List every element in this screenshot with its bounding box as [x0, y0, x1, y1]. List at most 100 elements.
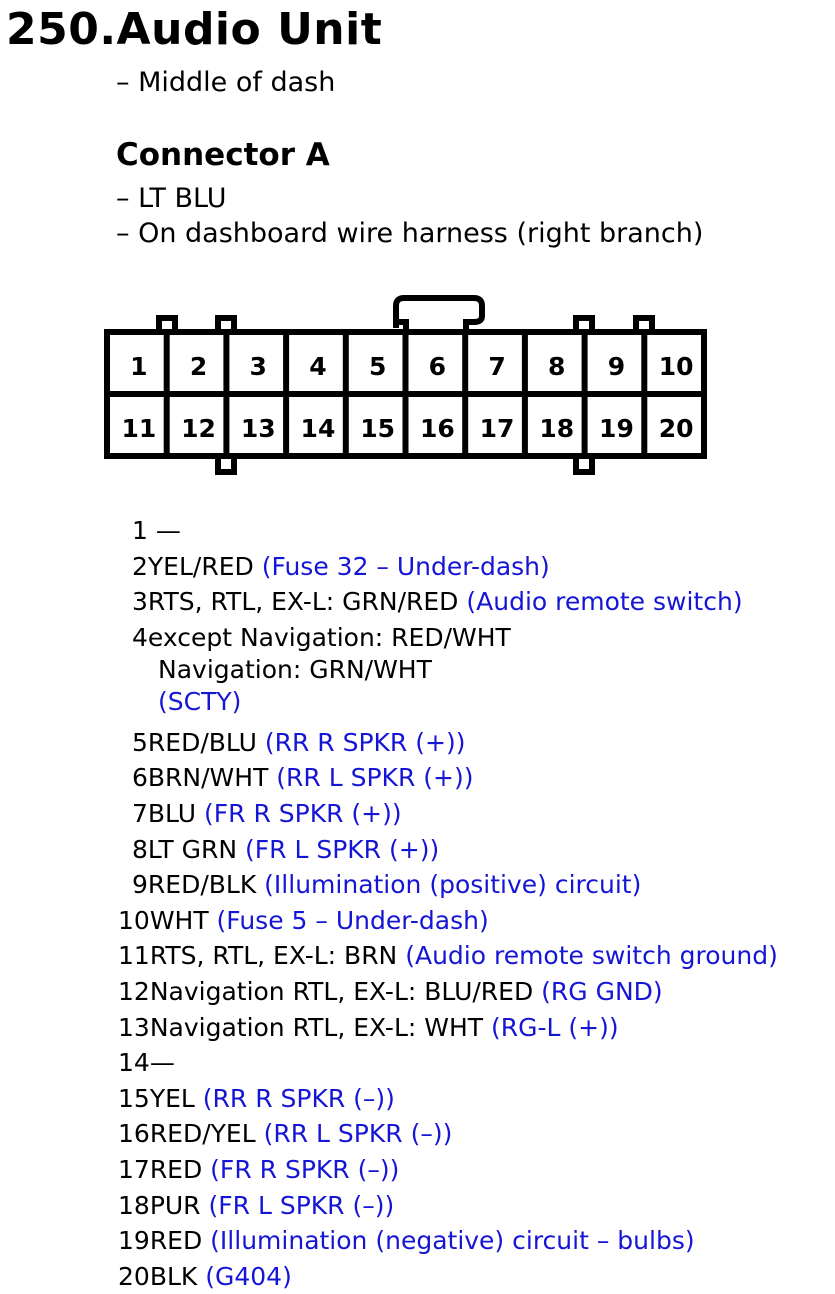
page-title: 250.Audio Unit — [6, 4, 383, 55]
pin-number: 1 — [132, 516, 148, 545]
pin-row: 3RTS, RTL, EX-L: GRN/RED (Audio remote s… — [132, 586, 743, 618]
pin-row: 10WHT (Fuse 5 – Under-dash) — [118, 905, 489, 937]
circuit-note: (Audio remote switch) — [458, 587, 743, 617]
pin-number: 15 — [118, 1083, 150, 1113]
circuit-note: (RG-L (+)) — [483, 1012, 619, 1042]
pin-row: 14— — [118, 1047, 175, 1079]
pin-row: 7BLU (FR R SPKR (+)) — [132, 798, 402, 830]
connector-pin-label: 2 — [190, 352, 207, 381]
wire-color: — — [149, 1048, 175, 1078]
pin-number: 13 — [118, 1012, 150, 1042]
connector-pin-label: 9 — [608, 352, 625, 381]
pin-row: 13Navigation RTL, EX-L: WHT (RG-L (+)) — [118, 1012, 619, 1044]
pin-row: 18PUR (FR L SPKR (–)) — [118, 1190, 394, 1222]
pin-number: 7 — [132, 799, 148, 828]
wire-color: LT GRN — [147, 834, 238, 864]
wire-color: — — [147, 516, 181, 545]
wire-color: PUR — [149, 1190, 201, 1220]
pin-number: 17 — [118, 1155, 150, 1184]
circuit-note: (Illumination (negative) circuit – bulbs… — [202, 1226, 695, 1256]
circuit-note: (Illumination (positive) circuit) — [256, 870, 642, 900]
connector-pin-label: 17 — [480, 414, 515, 443]
wire-color: RED/BLK — [147, 870, 257, 900]
circuit-note: (Fuse 5 – Under-dash) — [208, 905, 489, 935]
wire-color: RED/YEL — [149, 1119, 256, 1149]
connector-pin-label: 6 — [429, 352, 446, 381]
connector-pin-label: 4 — [309, 352, 326, 381]
pin-row: 5RED/BLU (RR R SPKR (+)) — [132, 727, 465, 759]
connector-pin-label: 3 — [250, 352, 267, 381]
pin-number: 4 — [132, 622, 148, 652]
pin-number: 20 — [118, 1261, 150, 1291]
unit-location: – Middle of dash — [116, 67, 336, 98]
connector-pin-label: 5 — [369, 352, 386, 381]
circuit-note: (RR R SPKR (–)) — [194, 1083, 395, 1113]
connector-pin-label: 11 — [121, 414, 156, 443]
circuit-note: (Audio remote switch ground) — [397, 941, 778, 971]
pin-number: 19 — [118, 1226, 150, 1256]
connector-pin-label: 7 — [488, 352, 505, 381]
connector-latch — [393, 295, 485, 330]
wire-color: Navigation RTL, EX-L: WHT — [149, 1012, 484, 1042]
circuit-note: (RR R SPKR (+)) — [256, 727, 466, 757]
pin-row: 11RTS, RTL, EX-L: BRN (Audio remote swit… — [118, 940, 778, 972]
pin-number: 12 — [118, 977, 150, 1006]
circuit-note: (RR L SPKR (–)) — [255, 1119, 453, 1149]
pin-row: 8LT GRN (FR L SPKR (+)) — [132, 834, 439, 866]
pin-number: 3 — [132, 587, 148, 617]
connector-pin-label: 15 — [360, 414, 395, 443]
pin-number: 14 — [118, 1048, 150, 1078]
circuit-note: (FR L SPKR (–)) — [200, 1190, 395, 1220]
wire-color: BLK — [149, 1261, 198, 1291]
wire-color: except Navigation: RED/WHT — [147, 622, 511, 652]
pin-row: 17RED (FR R SPKR (–)) — [118, 1154, 399, 1186]
circuit-note: (SCTY) — [158, 686, 242, 716]
pin-row: 2YEL/RED (Fuse 32 – Under-dash) — [132, 551, 550, 583]
wire-color: RED — [149, 1226, 203, 1256]
pin-row: 16RED/YEL (RR L SPKR (–)) — [118, 1118, 452, 1150]
connector-harness: – On dashboard wire harness (right branc… — [116, 218, 704, 249]
connector-pin-label: 13 — [241, 414, 276, 443]
circuit-note: (FR L SPKR (+)) — [237, 834, 440, 864]
connector-pin-label: 20 — [659, 414, 694, 443]
pin-number: 8 — [132, 834, 148, 864]
circuit-note: (G404) — [197, 1261, 292, 1291]
connector-pin-label: 12 — [181, 414, 216, 443]
wire-color: BLU — [147, 799, 197, 828]
pin-number: 6 — [132, 763, 148, 793]
circuit-note: (FR R SPKR (+)) — [196, 799, 402, 828]
pin-row: 19RED (Illumination (negative) circuit –… — [118, 1225, 695, 1257]
pin-row: 9RED/BLK (Illumination (positive) circui… — [132, 869, 641, 901]
pin-row: 15YEL (RR R SPKR (–)) — [118, 1083, 395, 1115]
connector-heading: Connector A — [116, 137, 330, 173]
wire-color: WHT — [149, 905, 209, 935]
circuit-note: (Fuse 32 – Under-dash) — [253, 551, 550, 581]
connector-pin-label: 18 — [539, 414, 574, 443]
pin-row: 20BLK (G404) — [118, 1261, 292, 1293]
connector-pin-label: 8 — [548, 352, 565, 381]
pin-number: 2 — [132, 551, 148, 581]
pin-number: 5 — [132, 727, 148, 757]
pin-number: 16 — [118, 1119, 150, 1149]
wire-color: RED — [149, 1155, 203, 1184]
pin-row: 6BRN/WHT (RR L SPKR (+)) — [132, 762, 473, 794]
circuit-note: (RR L SPKR (+)) — [268, 763, 474, 793]
wire-color: RTS, RTL, EX-L: BRN — [149, 941, 398, 971]
circuit-note: (FR R SPKR (–)) — [202, 1155, 400, 1184]
connector-pin-label: 16 — [420, 414, 455, 443]
connector-color: – LT BLU — [116, 183, 227, 214]
connector-pin-label: 19 — [599, 414, 634, 443]
wire-color: RED/BLU — [147, 727, 257, 757]
pin-row: 12Navigation RTL, EX-L: BLU/RED (RG GND) — [118, 976, 663, 1008]
wire-color: Navigation RTL, EX-L: BLU/RED — [149, 977, 534, 1006]
wire-color: YEL/RED — [147, 551, 254, 581]
connector-pin-label: 1 — [130, 352, 147, 381]
wire-color: BRN/WHT — [147, 763, 269, 793]
pin-number: 18 — [118, 1190, 150, 1220]
circuit-note: (RG GND) — [533, 977, 663, 1006]
connector-pin-label: 14 — [301, 414, 336, 443]
wire-color: YEL — [149, 1083, 195, 1113]
connector-pin-label: 10 — [659, 352, 694, 381]
